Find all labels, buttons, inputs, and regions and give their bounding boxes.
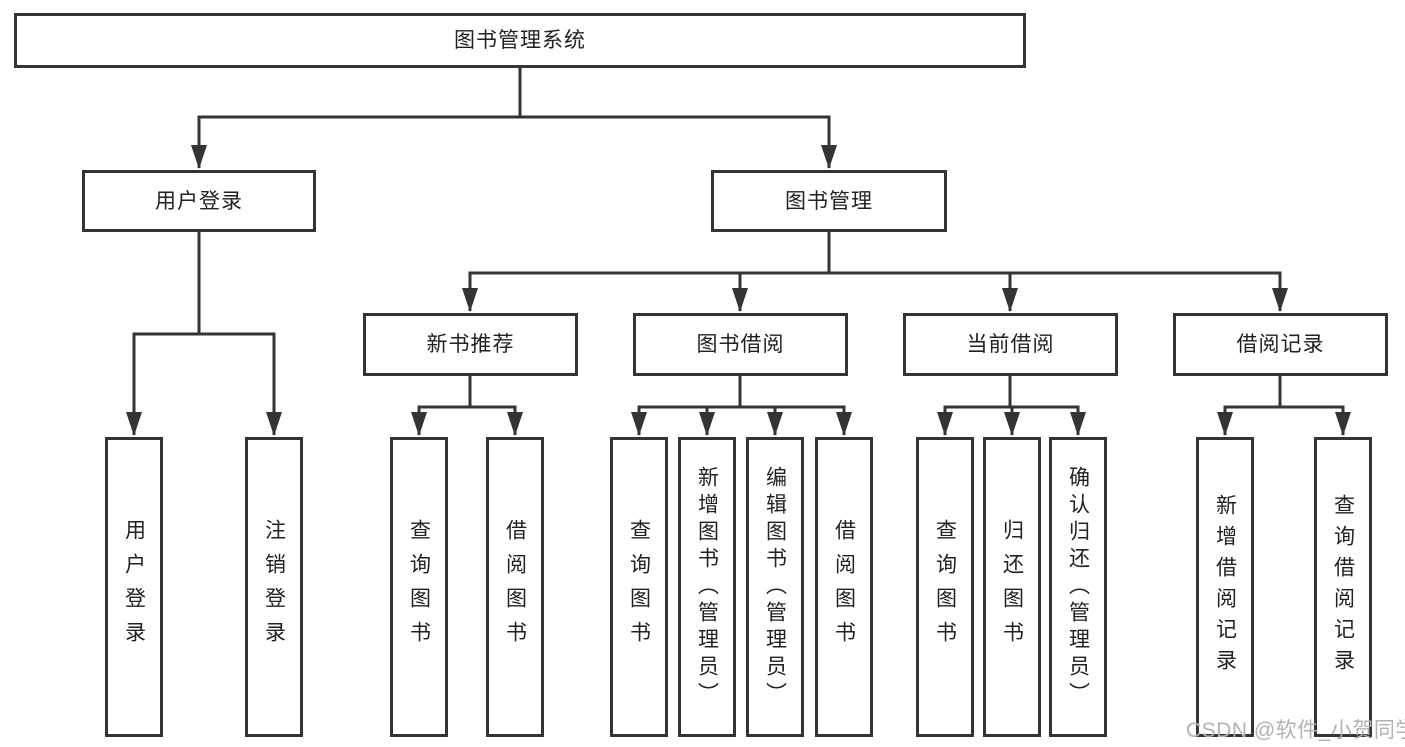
leaf-recommend-borrow-book-label: 借阅图书: [503, 519, 527, 655]
node-user-login-label: 用户登录: [155, 189, 243, 213]
node-book-management: 图书管理: [711, 170, 947, 232]
node-borrow-records-label: 借阅记录: [1236, 333, 1325, 356]
leaf-current-return-book: 归还图书: [983, 437, 1041, 737]
watermark: CSDN @软件_小贺同学: [1186, 719, 1405, 742]
leaf-borrow-borrow-book: 借阅图书: [815, 437, 873, 737]
node-borrow-records: 借阅记录: [1173, 313, 1388, 376]
node-current-borrow: 当前借阅: [903, 313, 1118, 376]
leaf-recommend-query-book: 查询图书: [390, 437, 448, 737]
node-new-book-recommend: 新书推荐: [363, 313, 578, 376]
leaf-records-query-record: 查询借阅记录: [1314, 437, 1372, 737]
node-user-login: 用户登录: [82, 170, 316, 232]
leaf-borrow-add-book-admin-label: 新增图书（管理员）: [695, 465, 719, 709]
node-book-borrow: 图书借阅: [633, 313, 848, 376]
leaf-user-login-label: 用户登录: [122, 519, 146, 655]
leaf-logout: 注销登录: [245, 437, 303, 737]
node-system-root-label: 图书管理系统: [454, 29, 586, 52]
leaf-borrow-edit-book-admin: 编辑图书（管理员）: [746, 437, 804, 737]
node-system-root: 图书管理系统: [14, 13, 1026, 68]
node-book-borrow-label: 图书借阅: [696, 333, 785, 356]
node-current-borrow-label: 当前借阅: [966, 333, 1055, 356]
leaf-recommend-query-book-label: 查询图书: [407, 519, 431, 655]
leaf-current-return-book-label: 归还图书: [1000, 519, 1024, 655]
leaf-records-query-record-label: 查询借阅记录: [1331, 494, 1355, 680]
leaf-borrow-query-book: 查询图书: [610, 437, 668, 737]
leaf-current-confirm-return-admin-label: 确认归还（管理员）: [1066, 465, 1090, 709]
node-book-management-label: 图书管理: [785, 189, 873, 213]
leaf-current-query-book-label: 查询图书: [933, 519, 957, 655]
leaf-logout-label: 注销登录: [262, 519, 286, 655]
leaf-borrow-borrow-book-label: 借阅图书: [832, 519, 856, 655]
leaf-borrow-edit-book-admin-label: 编辑图书（管理员）: [763, 465, 787, 709]
leaf-current-query-book: 查询图书: [916, 437, 974, 737]
leaf-recommend-borrow-book: 借阅图书: [486, 437, 544, 737]
leaf-borrow-add-book-admin: 新增图书（管理员）: [678, 437, 736, 737]
leaf-user-login: 用户登录: [105, 437, 163, 737]
leaf-records-add-record: 新增借阅记录: [1196, 437, 1254, 737]
node-new-book-recommend-label: 新书推荐: [426, 333, 515, 356]
leaf-records-add-record-label: 新增借阅记录: [1213, 494, 1237, 680]
leaf-current-confirm-return-admin: 确认归还（管理员）: [1049, 437, 1107, 737]
leaf-borrow-query-book-label: 查询图书: [627, 519, 651, 655]
